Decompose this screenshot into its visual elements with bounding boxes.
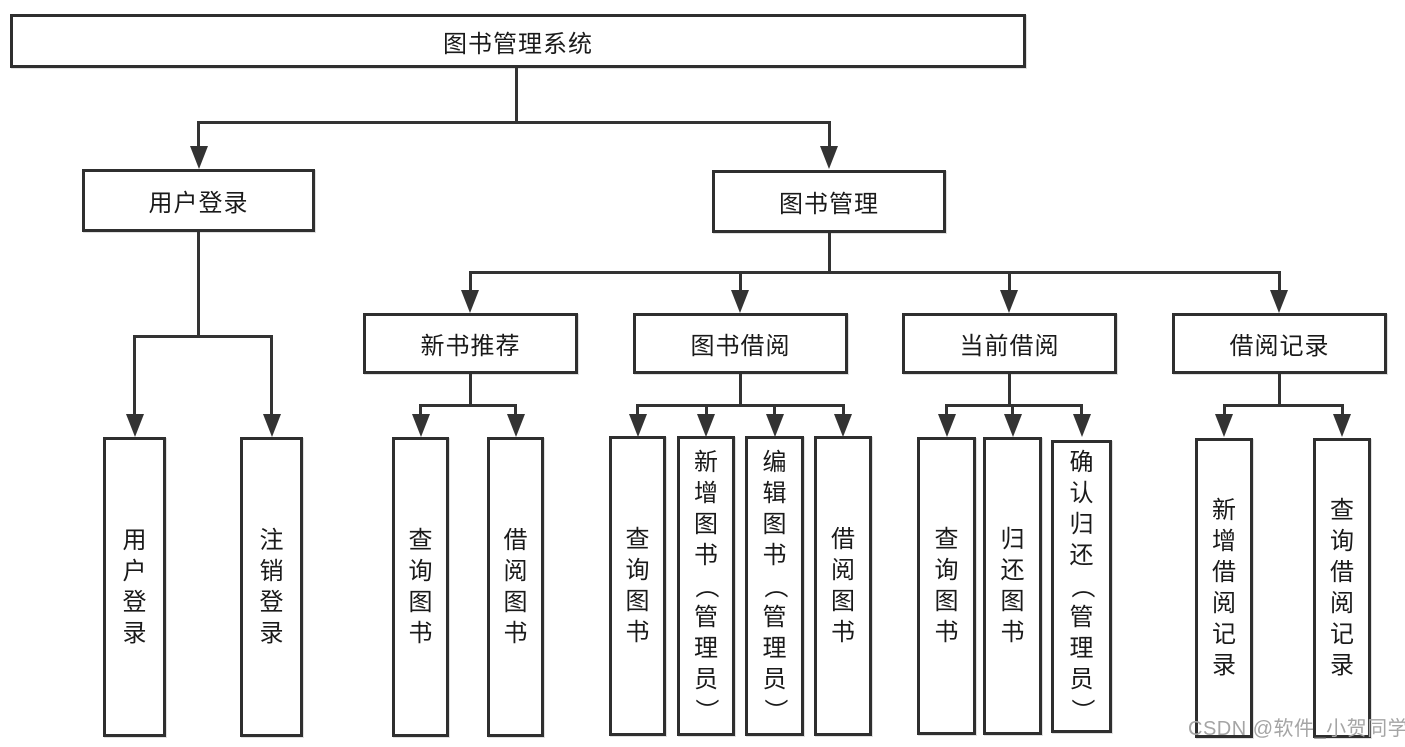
arrow-down (697, 414, 715, 437)
leaf-query-books-rec: 查询图书 (392, 437, 449, 737)
connector-root-drop-left (197, 121, 200, 147)
connector-borrow-drop-1 (636, 404, 639, 414)
leaf-query-borrow-record-label: 查询借阅记录 (1330, 497, 1354, 679)
arrow-down (507, 414, 525, 437)
leaf-user-login: 用户登录 (103, 437, 166, 737)
leaf-edit-book-admin-label: 编辑图书（管理员） (761, 448, 788, 723)
connector-mgmt-drop-3 (1008, 271, 1011, 290)
connector-current-stem (1008, 374, 1011, 407)
connector-borrow-drop-3 (773, 404, 776, 414)
connector-records-hbar (1223, 404, 1343, 407)
connector-root-hbar (197, 121, 830, 124)
connector-mgmt-hbar (469, 271, 1280, 274)
node-book-borrow: 图书借阅 (633, 313, 848, 374)
leaf-add-book-admin: 新增图书（管理员） (677, 436, 735, 736)
arrow-down (1270, 290, 1288, 313)
connector-current-drop-1 (945, 404, 948, 414)
leaf-borrow-books-rec: 借阅图书 (487, 437, 544, 737)
arrow-down (1333, 414, 1351, 437)
leaf-edit-book-admin: 编辑图书（管理员） (745, 436, 804, 736)
leaf-logout-label: 注销登录 (259, 527, 284, 647)
connector-rec-hbar (419, 404, 517, 407)
leaf-query-books-current-label: 查询图书 (934, 526, 959, 646)
node-book-mgmt: 图书管理 (712, 170, 946, 233)
csdn-watermark: CSDN @软件_小贺同学 (1188, 718, 1405, 740)
connector-login-stem (197, 232, 200, 338)
node-book-mgmt-label: 图书管理 (779, 191, 879, 218)
connector-current-drop-3 (1080, 404, 1083, 414)
leaf-return-book: 归还图书 (983, 437, 1042, 735)
node-borrow-records-label: 借阅记录 (1229, 333, 1330, 360)
leaf-borrow-books-label: 借阅图书 (831, 526, 855, 646)
node-root-label: 图书管理系统 (443, 30, 593, 58)
arrow-down (938, 414, 956, 437)
connector-mgmt-drop-1 (469, 271, 472, 290)
connector-rec-stem (469, 374, 472, 407)
arrow-down (820, 146, 838, 169)
connector-root-stem (515, 68, 518, 124)
connector-borrow-hbar (636, 404, 844, 407)
connector-rec-drop-2 (514, 404, 517, 414)
node-current-borrow: 当前借阅 (902, 313, 1117, 374)
arrow-down (190, 146, 208, 169)
connector-mgmt-drop-4 (1278, 271, 1281, 290)
leaf-query-books-borrow: 查询图书 (609, 436, 666, 736)
arrow-down (126, 414, 144, 437)
connector-records-drop-2 (1341, 404, 1344, 414)
connector-records-stem (1278, 374, 1281, 407)
connector-borrow-stem (739, 374, 742, 407)
leaf-query-books-rec-label: 查询图书 (408, 527, 433, 647)
leaf-query-books-current: 查询图书 (917, 437, 976, 735)
leaf-return-book-label: 归还图书 (1000, 526, 1025, 646)
node-user-login-label: 用户登录 (148, 190, 249, 217)
arrow-down (731, 290, 749, 313)
node-borrow-records: 借阅记录 (1172, 313, 1387, 374)
connector-current-drop-2 (1011, 404, 1014, 414)
leaf-borrow-books: 借阅图书 (814, 436, 872, 736)
leaf-query-borrow-record: 查询借阅记录 (1313, 438, 1371, 738)
leaf-confirm-return-admin-label: 确认归还（管理员） (1068, 449, 1095, 723)
leaf-add-book-admin-label: 新增图书（管理员） (692, 448, 720, 723)
leaf-query-books-borrow-label: 查询图书 (625, 526, 650, 646)
connector-rec-drop-1 (419, 404, 422, 414)
arrow-down (412, 414, 430, 437)
node-book-borrow-label: 图书借阅 (690, 333, 791, 360)
connector-records-drop-1 (1223, 404, 1226, 414)
arrow-down (629, 414, 647, 437)
leaf-add-borrow-record: 新增借阅记录 (1195, 438, 1253, 738)
connector-login-hbar (133, 335, 273, 338)
node-current-borrow-label: 当前借阅 (959, 333, 1060, 360)
node-new-book-rec: 新书推荐 (363, 313, 578, 374)
arrow-down (263, 414, 281, 437)
leaf-user-login-label: 用户登录 (122, 527, 147, 647)
arrow-down (834, 414, 852, 437)
arrow-down (766, 414, 784, 437)
leaf-confirm-return-admin: 确认归还（管理员） (1051, 440, 1112, 733)
connector-login-drop-1 (133, 335, 136, 414)
leaf-logout: 注销登录 (240, 437, 303, 737)
connector-root-drop-right (828, 121, 831, 147)
connector-borrow-drop-2 (705, 404, 708, 414)
node-user-login: 用户登录 (82, 169, 315, 232)
connector-login-drop-2 (270, 335, 273, 414)
connector-mgmt-stem (828, 233, 831, 274)
arrow-down (1073, 414, 1091, 437)
connector-mgmt-drop-2 (739, 271, 742, 290)
arrow-down (461, 290, 479, 313)
leaf-add-borrow-record-label: 新增借阅记录 (1212, 497, 1236, 679)
leaf-borrow-books-rec-label: 借阅图书 (503, 527, 528, 647)
arrow-down (1004, 414, 1022, 437)
node-root: 图书管理系统 (10, 14, 1026, 68)
node-new-book-rec-label: 新书推荐 (420, 333, 521, 360)
arrow-down (1215, 414, 1233, 437)
arrow-down (1000, 290, 1018, 313)
connector-borrow-drop-4 (842, 404, 845, 414)
